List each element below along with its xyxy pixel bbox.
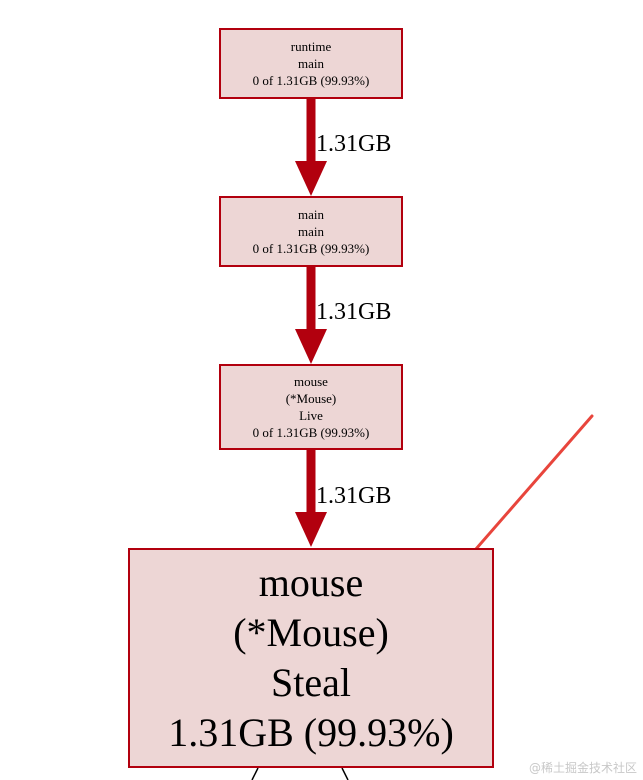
node-mouse-live-line-2: (*Mouse) — [285, 391, 337, 406]
edge-mouse-live-to-mouse-steal — [295, 449, 327, 547]
node-mouse-steal-line-3: Steal — [271, 660, 351, 705]
edge-main-main-to-mouse-live — [295, 266, 327, 364]
node-runtime-main[interactable]: runtime main 0 of 1.31GB (99.93%) — [219, 28, 403, 99]
node-main-main[interactable]: main main 0 of 1.31GB (99.93%) — [219, 196, 403, 267]
node-mouse-steal-line-2: (*Mouse) — [233, 610, 389, 655]
node-main-main-line-2: main — [298, 224, 324, 239]
node-mouse-steal[interactable]: mouse (*Mouse) Steal 1.31GB (99.93%) — [128, 548, 494, 768]
node-mouse-live-line-3: Live — [299, 408, 323, 423]
edge-label-main-main-to-mouse-live: 1.31GB — [316, 299, 392, 325]
node-mouse-steal-line-4: 1.31GB (99.93%) — [168, 710, 454, 755]
node-main-main-line-3: 0 of 1.31GB (99.93%) — [252, 241, 370, 256]
node-main-main-line-1: main — [298, 207, 324, 222]
node-runtime-main-line-3: 0 of 1.31GB (99.93%) — [252, 73, 370, 88]
node-mouse-steal-line-1: mouse — [258, 560, 364, 605]
edge-label-mouse-live-to-mouse-steal: 1.31GB — [316, 483, 392, 509]
watermark: @稀土掘金技术社区 — [528, 761, 637, 775]
edge-label-runtime-main-to-main-main: 1.31GB — [316, 131, 392, 157]
node-runtime-main-line-1: runtime — [290, 39, 332, 54]
node-mouse-live[interactable]: mouse (*Mouse) Live 0 of 1.31GB (99.93%) — [219, 364, 403, 450]
edge-runtime-main-to-main-main — [295, 98, 327, 196]
node-mouse-live-line-4: 0 of 1.31GB (99.93%) — [252, 425, 370, 440]
node-mouse-live-line-1: mouse — [294, 374, 328, 389]
node-runtime-main-line-2: main — [298, 56, 324, 71]
outgoing-edges-stub — [251, 767, 349, 780]
